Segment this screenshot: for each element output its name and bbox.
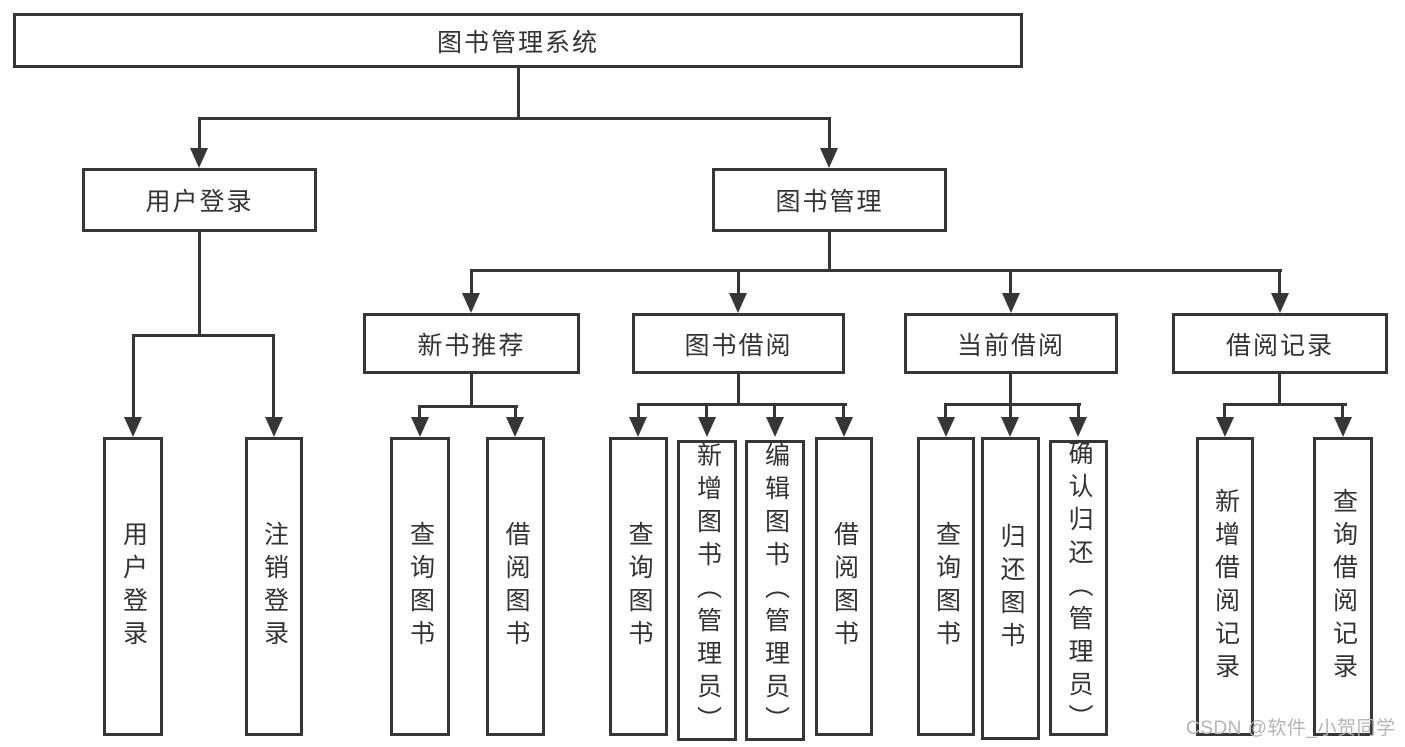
- arrow-down-icon: [124, 417, 142, 437]
- arrow-down-icon: [1001, 417, 1019, 437]
- leaf-label: 借阅图书: [830, 520, 859, 653]
- leaf-query-book-recommend: 查询图书: [390, 437, 450, 736]
- connector-line: [828, 232, 831, 270]
- leaf-edit-book-admin: 编辑图书（管理员）: [745, 440, 805, 741]
- node-label: 当前借阅: [956, 331, 1065, 360]
- leaf-add-borrow-record: 新增借阅记录: [1196, 437, 1254, 736]
- connector-line: [773, 403, 776, 417]
- arrow-down-icon: [411, 417, 429, 437]
- node-user-login: 用户登录: [82, 168, 317, 232]
- connector-line: [132, 334, 275, 337]
- leaf-logout: 注销登录: [245, 437, 303, 736]
- connector-line: [1077, 403, 1080, 417]
- leaf-borrow-book-recommend: 借阅图书: [486, 437, 545, 736]
- arrow-down-icon: [462, 293, 480, 313]
- csdn-watermark: CSDN @软件_小贺同学: [1186, 718, 1396, 739]
- arrow-down-icon: [265, 417, 283, 437]
- arrow-down-icon: [766, 417, 784, 437]
- connector-line: [705, 403, 708, 417]
- connector-line: [1009, 403, 1012, 417]
- arrow-down-icon: [729, 293, 747, 313]
- node-new-book-recommend: 新书推荐: [363, 313, 580, 374]
- connector-line: [470, 269, 473, 296]
- leaf-label: 新增图书（管理员）: [693, 442, 722, 739]
- connector-line: [470, 374, 473, 407]
- leaf-label: 编辑图书（管理员）: [761, 442, 790, 739]
- leaf-label: 归还图书: [997, 522, 1025, 655]
- arrow-down-icon: [937, 417, 955, 437]
- connector-line: [1009, 269, 1012, 296]
- leaf-confirm-return-admin: 确认归还（管理员）: [1049, 439, 1108, 737]
- connector-line: [737, 374, 740, 405]
- arrow-down-icon: [698, 417, 716, 437]
- connector-line: [517, 68, 520, 118]
- connector-line: [842, 403, 845, 417]
- connector-line: [944, 403, 1081, 406]
- connector-line: [828, 117, 831, 150]
- leaf-label: 确认归还（管理员）: [1065, 439, 1093, 737]
- arrow-down-icon: [1216, 417, 1234, 437]
- leaf-label: 查询借阅记录: [1329, 487, 1358, 686]
- connector-line: [198, 117, 201, 150]
- connector-line: [470, 269, 1282, 272]
- node-label: 图书管理系统: [436, 28, 599, 57]
- connector-line: [198, 117, 831, 120]
- leaf-add-book-admin: 新增图书（管理员）: [677, 440, 737, 741]
- leaf-return-book: 归还图书: [981, 437, 1040, 740]
- leaf-label: 新增借阅记录: [1211, 487, 1240, 686]
- connector-line: [637, 403, 847, 406]
- node-label: 图书借阅: [684, 331, 793, 360]
- connector-line: [418, 405, 518, 408]
- connector-line: [1341, 403, 1344, 417]
- node-label: 借阅记录: [1225, 331, 1334, 360]
- leaf-label: 注销登录: [260, 520, 289, 653]
- connector-line: [1278, 374, 1281, 405]
- leaf-query-borrow-record: 查询借阅记录: [1313, 437, 1373, 736]
- node-label: 新书推荐: [417, 331, 526, 360]
- node-borrow-record: 借阅记录: [1172, 313, 1388, 374]
- leaf-label: 用户登录: [119, 520, 148, 653]
- connector-line: [514, 405, 517, 417]
- node-book-management: 图书管理: [712, 168, 947, 232]
- connector-line: [198, 232, 201, 337]
- leaf-label: 查询图书: [932, 520, 961, 653]
- arrow-down-icon: [1271, 293, 1289, 313]
- connector-line: [944, 403, 947, 417]
- connector-line: [1278, 269, 1281, 296]
- leaf-borrow-book: 借阅图书: [815, 437, 873, 736]
- node-book-borrow: 图书借阅: [632, 313, 845, 374]
- node-label: 图书管理: [775, 188, 884, 216]
- leaf-user-login: 用户登录: [103, 437, 163, 736]
- leaf-label: 查询图书: [406, 520, 435, 653]
- leaf-query-book-borrow: 查询图书: [609, 437, 668, 736]
- node-label: 用户登录: [145, 188, 254, 216]
- arrow-down-icon: [1069, 417, 1087, 437]
- arrow-down-icon: [1002, 293, 1020, 313]
- node-current-borrow: 当前借阅: [904, 313, 1118, 374]
- arrow-down-icon: [835, 417, 853, 437]
- leaf-label: 借阅图书: [502, 520, 530, 653]
- connector-line: [272, 334, 275, 417]
- leaf-label: 查询图书: [625, 520, 653, 653]
- connector-line: [418, 405, 421, 417]
- arrow-down-icon: [820, 148, 838, 168]
- arrow-down-icon: [506, 417, 524, 437]
- connector-line: [1009, 374, 1012, 405]
- connector-line: [1223, 403, 1347, 406]
- arrow-down-icon: [1334, 417, 1352, 437]
- arrow-down-icon: [629, 417, 647, 437]
- connector-line: [1223, 403, 1226, 417]
- connector-line: [637, 403, 640, 417]
- connector-line: [737, 269, 740, 296]
- arrow-down-icon: [190, 148, 208, 168]
- leaf-query-book-current: 查询图书: [917, 437, 975, 736]
- node-library-system: 图书管理系统: [13, 13, 1023, 68]
- connector-line: [132, 334, 135, 417]
